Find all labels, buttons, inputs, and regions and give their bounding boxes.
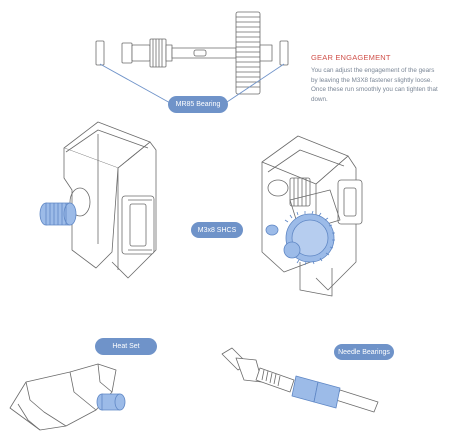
idler-shaft [221, 347, 379, 413]
label-needle-bearings: Needle Bearings [334, 344, 394, 360]
heat-set-insert [96, 393, 126, 411]
label-mr85-bearing: MR85 Bearing [168, 96, 228, 113]
large-spur-gear [235, 11, 261, 95]
motor-pinion-gear [39, 202, 77, 226]
gear-engagement-note: GEAR ENGAGEMENT You can adjust the engag… [311, 53, 441, 104]
stepper-motor [63, 121, 157, 279]
note-body: You can adjust the engagement of the gea… [311, 67, 438, 103]
extruder-assembly [261, 135, 363, 297]
bearing-leader-lines [99, 63, 285, 105]
label-m3x8-shcs: M3x8 SHCS [191, 222, 243, 238]
note-title: GEAR ENGAGEMENT [311, 53, 391, 62]
needle-bearings [291, 375, 341, 409]
heat-set-part [9, 363, 117, 431]
extruder-main-gear [265, 210, 335, 266]
small-spur-gear [149, 38, 167, 68]
label-heat-set: Heat Set [95, 338, 157, 355]
exploded-drive-shaft [95, 11, 289, 95]
